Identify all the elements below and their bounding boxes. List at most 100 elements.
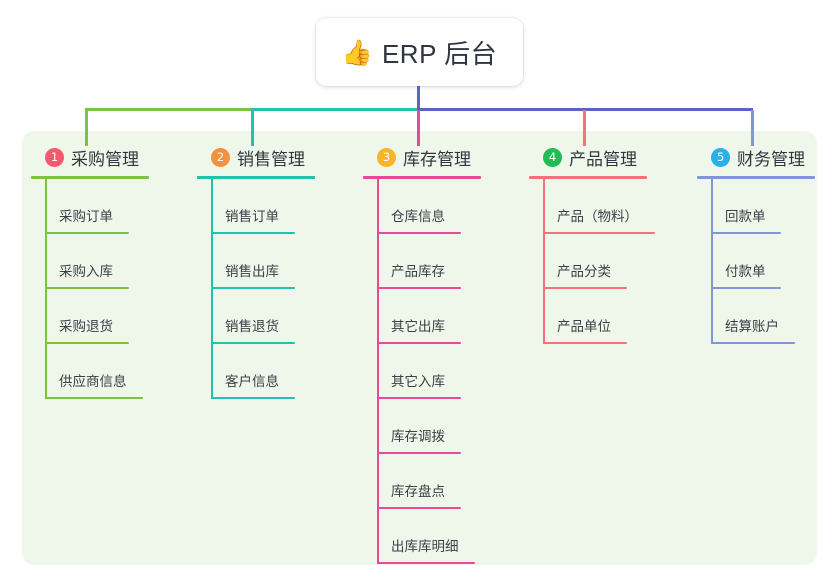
leaf-node[interactable]: 出库库明细 — [363, 509, 529, 564]
trunk-bar-segment-indigo — [417, 108, 753, 111]
leaf-rule — [377, 286, 461, 289]
leaf-label: 采购退货 — [59, 318, 113, 334]
leaf-label: 付款单 — [725, 263, 766, 279]
leaf-label: 产品单位 — [557, 318, 611, 334]
branch-children-3: 仓库信息 产品库存 其它出库 其它入库 库存调拨 库存盘点 — [363, 178, 529, 564]
leaf-label: 仓库信息 — [391, 208, 445, 224]
branch-column-3: 3 库存管理 仓库信息 产品库存 其它出库 其它入库 库存调拨 — [363, 144, 529, 564]
leaf-node[interactable]: 采购订单 — [31, 179, 197, 234]
leaf-label: 出库库明细 — [391, 538, 459, 554]
leaf-rule — [211, 231, 295, 234]
diagram-canvas — [22, 131, 817, 565]
leaf-rule — [211, 396, 295, 399]
branch-children-1: 采购订单 采购入库 采购退货 供应商信息 — [31, 178, 197, 399]
leaf-node[interactable]: 产品单位 — [529, 289, 695, 344]
leaf-node[interactable]: 销售订单 — [197, 179, 363, 234]
leaf-rule — [377, 561, 475, 564]
drop-stub-5 — [751, 110, 754, 146]
leaf-label: 库存调拨 — [391, 428, 445, 444]
branch-spine-3 — [377, 178, 379, 564]
leaf-rule — [377, 231, 461, 234]
leaf-label: 其它出库 — [391, 318, 445, 334]
branch-header-1[interactable]: 1 采购管理 — [31, 144, 197, 170]
leaf-node[interactable]: 回款单 — [697, 179, 837, 234]
leaf-rule — [377, 451, 461, 454]
branch-title-5: 财务管理 — [737, 149, 805, 169]
trunk-bar-segment-green — [85, 108, 252, 111]
leaf-rule — [711, 231, 781, 234]
branch-title-4: 产品管理 — [569, 149, 637, 169]
leaf-node[interactable]: 采购入库 — [31, 234, 197, 289]
leaf-node[interactable]: 产品（物料） — [529, 179, 695, 234]
leaf-label: 销售出库 — [225, 263, 279, 279]
leaf-rule — [377, 341, 461, 344]
leaf-rule — [543, 341, 627, 344]
leaf-label: 库存盘点 — [391, 483, 445, 499]
branch-children-4: 产品（物料） 产品分类 产品单位 — [529, 178, 695, 344]
leaf-label: 采购入库 — [59, 263, 113, 279]
leaf-label: 产品（物料） — [557, 208, 638, 224]
branch-column-2: 2 销售管理 销售订单 销售出库 销售退货 客户信息 — [197, 144, 363, 399]
leaf-rule — [45, 396, 143, 399]
branch-badge-3: 3 — [377, 147, 396, 167]
leaf-node[interactable]: 采购退货 — [31, 289, 197, 344]
leaf-node[interactable]: 销售出库 — [197, 234, 363, 289]
leaf-node[interactable]: 产品库存 — [363, 234, 529, 289]
leaf-label: 其它入库 — [391, 373, 445, 389]
leaf-label: 产品分类 — [557, 263, 611, 279]
branch-spine-1 — [45, 178, 47, 399]
leaf-label: 产品库存 — [391, 263, 445, 279]
branch-rule-5 — [697, 176, 815, 179]
root-title: ERP 后台 — [381, 38, 498, 69]
branch-badge-2: 2 — [211, 147, 230, 167]
leaf-node[interactable]: 结算账户 — [697, 289, 837, 344]
leaf-node[interactable]: 供应商信息 — [31, 344, 197, 399]
leaf-rule — [711, 341, 795, 344]
leaf-label: 销售退货 — [225, 318, 279, 334]
leaf-node[interactable]: 库存盘点 — [363, 454, 529, 509]
branch-children-5: 回款单 付款单 结算账户 — [697, 178, 837, 344]
branch-spine-5 — [711, 178, 713, 344]
drop-stub-3 — [417, 110, 420, 146]
branch-rule-2 — [197, 176, 315, 179]
leaf-node[interactable]: 其它入库 — [363, 344, 529, 399]
branch-badge-5: 5 — [711, 147, 730, 167]
drop-stub-2 — [251, 110, 254, 146]
leaf-node[interactable]: 仓库信息 — [363, 179, 529, 234]
branch-rule-1 — [31, 176, 149, 179]
leaf-rule — [211, 286, 295, 289]
leaf-rule — [543, 286, 627, 289]
branch-header-2[interactable]: 2 销售管理 — [197, 144, 363, 170]
branch-header-3[interactable]: 3 库存管理 — [363, 144, 529, 170]
leaf-rule — [377, 396, 461, 399]
leaf-label: 客户信息 — [225, 373, 279, 389]
thumbs-up-icon: 👍 — [341, 37, 373, 67]
branch-column-5: 5 财务管理 回款单 付款单 结算账户 — [697, 144, 837, 344]
branch-title-2: 销售管理 — [237, 149, 305, 169]
leaf-node[interactable]: 客户信息 — [197, 344, 363, 399]
leaf-label: 采购订单 — [59, 208, 113, 224]
branch-header-4[interactable]: 4 产品管理 — [529, 144, 695, 170]
leaf-node[interactable]: 付款单 — [697, 234, 837, 289]
leaf-node[interactable]: 其它出库 — [363, 289, 529, 344]
leaf-rule — [543, 231, 655, 234]
branch-rule-4 — [529, 176, 647, 179]
branch-children-2: 销售订单 销售出库 销售退货 客户信息 — [197, 178, 363, 399]
leaf-label: 回款单 — [725, 208, 766, 224]
root-node[interactable]: 👍 ERP 后台 — [316, 18, 523, 86]
leaf-label: 供应商信息 — [59, 373, 127, 389]
drop-stub-1 — [85, 110, 88, 146]
branch-rule-3 — [363, 176, 481, 179]
leaf-label: 结算账户 — [725, 318, 779, 334]
leaf-node[interactable]: 库存调拨 — [363, 399, 529, 454]
leaf-node[interactable]: 产品分类 — [529, 234, 695, 289]
leaf-node[interactable]: 销售退货 — [197, 289, 363, 344]
branch-badge-1: 1 — [45, 147, 64, 167]
branch-spine-2 — [211, 178, 213, 399]
leaf-rule — [45, 231, 129, 234]
leaf-rule — [211, 341, 295, 344]
branch-header-5[interactable]: 5 财务管理 — [697, 144, 837, 170]
trunk-bar-segment-teal — [251, 108, 418, 111]
branch-title-1: 采购管理 — [71, 149, 139, 169]
